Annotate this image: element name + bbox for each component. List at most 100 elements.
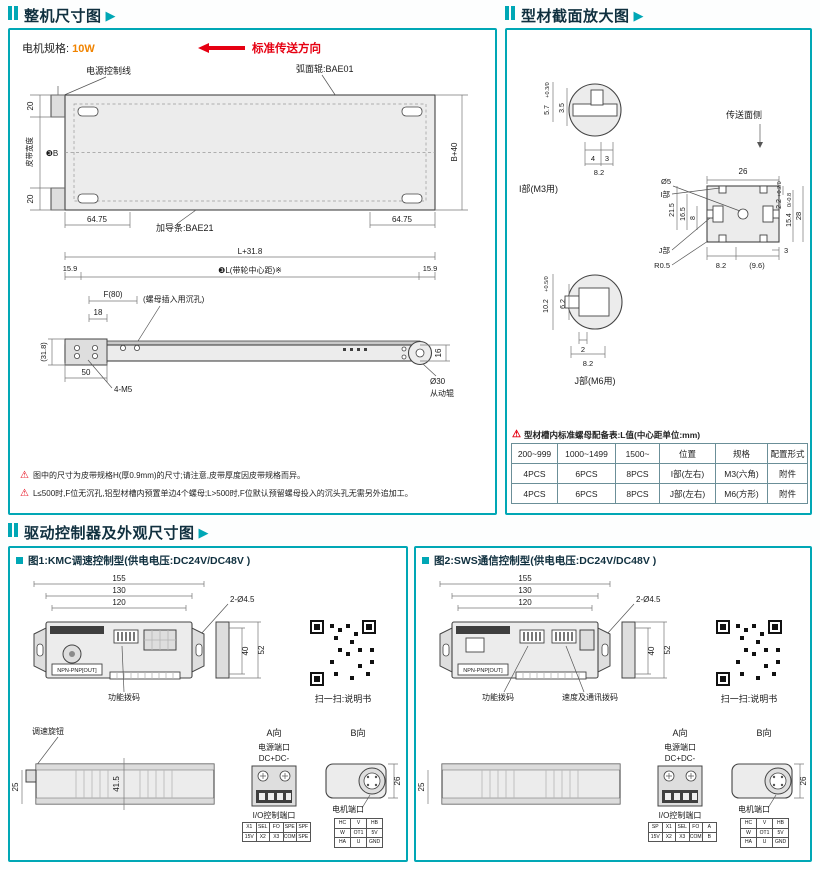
dim-3-r: 3 [784, 246, 788, 255]
cell: J部(左右) [659, 483, 716, 504]
side-view-dimensions: L+31.8 15.9 ❸L(带轮中心距)※ 15.9 F(80) 18 (螺母… [63, 247, 438, 342]
dim-4m5: 4-M5 [114, 385, 133, 394]
cell: 5V [772, 827, 789, 838]
dim-154: 15.4 [786, 213, 793, 227]
i-part-label: I部 [660, 189, 670, 199]
cell: SPE [282, 822, 297, 833]
knob-label: 调速旋钮 [32, 726, 64, 736]
cell: V [756, 818, 773, 829]
cell: U [756, 837, 773, 848]
cell: OT1 [756, 827, 773, 838]
profile-section-drawing: 5.7 +0.3/0 3.5 4 3 8.2 I部(M3用) 传送面侧 26 [519, 82, 804, 386]
power-dc-label: DC+DC- [665, 754, 696, 763]
cell: OT1 [350, 827, 367, 838]
dim-82-j: 8.2 [583, 359, 593, 368]
cell: 6PCS [557, 483, 616, 504]
note-1: ⚠ 图中的尺寸为皮带规格H(厚0.9mm)的尺寸;请注意,皮带厚度因皮带规格而异… [20, 471, 487, 481]
overall-dimension-panel: 电机规格: 10W 标准传送方向 电源控制线 弧面辊:BAE01 [8, 28, 497, 515]
dim-l318: L+31.8 [238, 247, 263, 256]
fig1-a-view: A向 电源端口 DC+DC- I/O控制端口 [251, 727, 297, 820]
fig2-side-profile [621, 621, 636, 679]
cell: I部(左右) [659, 463, 716, 484]
b-view-label: B向 [756, 727, 771, 738]
profile-dimensions: Ø5 I部 21.5 16.5 8 2.2 +0.2/0 15.4 0/-0.8… [654, 177, 804, 270]
square-bullet-icon [16, 557, 23, 564]
section-header-profile: 型材截面放大图 ▶ [505, 5, 644, 25]
nut-table-title: ⚠ 型材槽内标准螺母配备表:L值(中心距单位:mm) [512, 429, 700, 441]
fig2-drawing: 155 130 120 2-Ø4.5 [418, 574, 808, 820]
header-chevron-icon: ▶ [105, 7, 116, 23]
dim-40: 40 [241, 646, 250, 655]
dim-18: 18 [94, 308, 103, 317]
top-view-dimensions: 20 皮带宽度 ❸B 20 B+40 64.75 64.75 [24, 94, 468, 228]
dim-120: 120 [518, 598, 532, 607]
dim-155: 155 [112, 574, 126, 583]
dim-62: 6.2 [560, 299, 567, 309]
dim-159-right: 15.9 [423, 264, 438, 273]
fig1-side-profile [215, 621, 230, 679]
cell: 15V [648, 831, 663, 842]
cell: 1000~1499 [557, 443, 616, 464]
note-1-text: 图中的尺寸为皮带规格H(厚0.9mm)的尺寸;请注意,皮带厚度因皮带规格而异。 [32, 471, 305, 480]
dim-3-i: 3 [605, 154, 609, 163]
dim-dia5: Ø5 [661, 177, 671, 186]
dim-20-bottom: 20 [26, 194, 35, 203]
j-part-label: J部 [659, 245, 671, 255]
fig1-b-view: B向 26 电机端口 [325, 727, 402, 814]
cell: FO [688, 822, 703, 833]
power-dc-label: DC+DC- [259, 754, 290, 763]
header-chevron-icon: ▶ [633, 7, 644, 23]
power-port-label: 电源端口 [258, 742, 290, 752]
controller-fig1-panel: 图1:KMC调速控制型(供电电压:DC24V/DC48V ) 155 130 1… [8, 546, 408, 862]
transfer-side-label: 传送面侧 [726, 109, 762, 120]
dim-318: (31.8) [39, 342, 48, 362]
dip-label: 功能拨码 [482, 692, 514, 702]
i-detail-label: I部(M3用) [519, 183, 558, 194]
overall-dimension-drawing: 电源控制线 弧面辊:BAE01 [24, 63, 468, 398]
cell: COM [282, 831, 297, 842]
cell: HC [740, 818, 757, 829]
fig1-controller-top-view: NPN-PNP[OUT] [33, 621, 205, 680]
motor-port-label: 电机端口 [332, 804, 364, 814]
header-bars-icon [8, 5, 20, 25]
dim-155: 155 [518, 574, 532, 583]
dip2-label: 速度及通讯拨码 [562, 692, 618, 702]
dim-f80: F(80) [103, 290, 122, 299]
cell: M3(六角) [715, 463, 768, 484]
transfer-side-callout: 传送面侧 [726, 109, 763, 148]
cell: M6(方形) [715, 483, 768, 504]
qr-label: 扫一扫:说明书 [721, 693, 778, 704]
cell: 位置 [659, 443, 716, 464]
fig2-mount-hole-callout: 2-Ø4.5 [606, 595, 661, 635]
conveyor-top-view [50, 86, 436, 211]
dim-52: 52 [257, 645, 266, 654]
cell: HB [366, 818, 383, 829]
qr-code [716, 620, 782, 686]
dim-57-tol: +0.3/0 [545, 82, 551, 97]
dim-159-left: 15.9 [63, 264, 78, 273]
dim-l-center: ❸L(带轮中心距)※ [218, 265, 282, 275]
a-view-label: A向 [266, 727, 281, 738]
dim-57: 5.7 [544, 105, 551, 115]
dim-mount-holes: 2-Ø4.5 [636, 595, 661, 604]
cell: HA [740, 837, 757, 848]
dim-dia30: Ø30 [430, 377, 446, 386]
npn-pnp-label: NPN-PNP[OUT] [463, 668, 503, 674]
dim-16: 16 [434, 348, 443, 357]
cell: COM [688, 831, 703, 842]
driven-roller-label: 从动辊 [430, 388, 454, 398]
dim-b40: B+40 [450, 142, 459, 161]
dim-26: 26 [393, 776, 402, 785]
cell: 15V [242, 831, 257, 842]
dim-2: 2 [581, 345, 585, 354]
warning-icon: ⚠ [512, 429, 521, 440]
dim-52: 52 [663, 645, 672, 654]
section-title-overall: 整机尺寸图 [24, 7, 102, 25]
cell: SPF [296, 822, 311, 833]
direction-indicator: 标准传送方向 [198, 40, 321, 56]
dim-120: 120 [112, 598, 126, 607]
